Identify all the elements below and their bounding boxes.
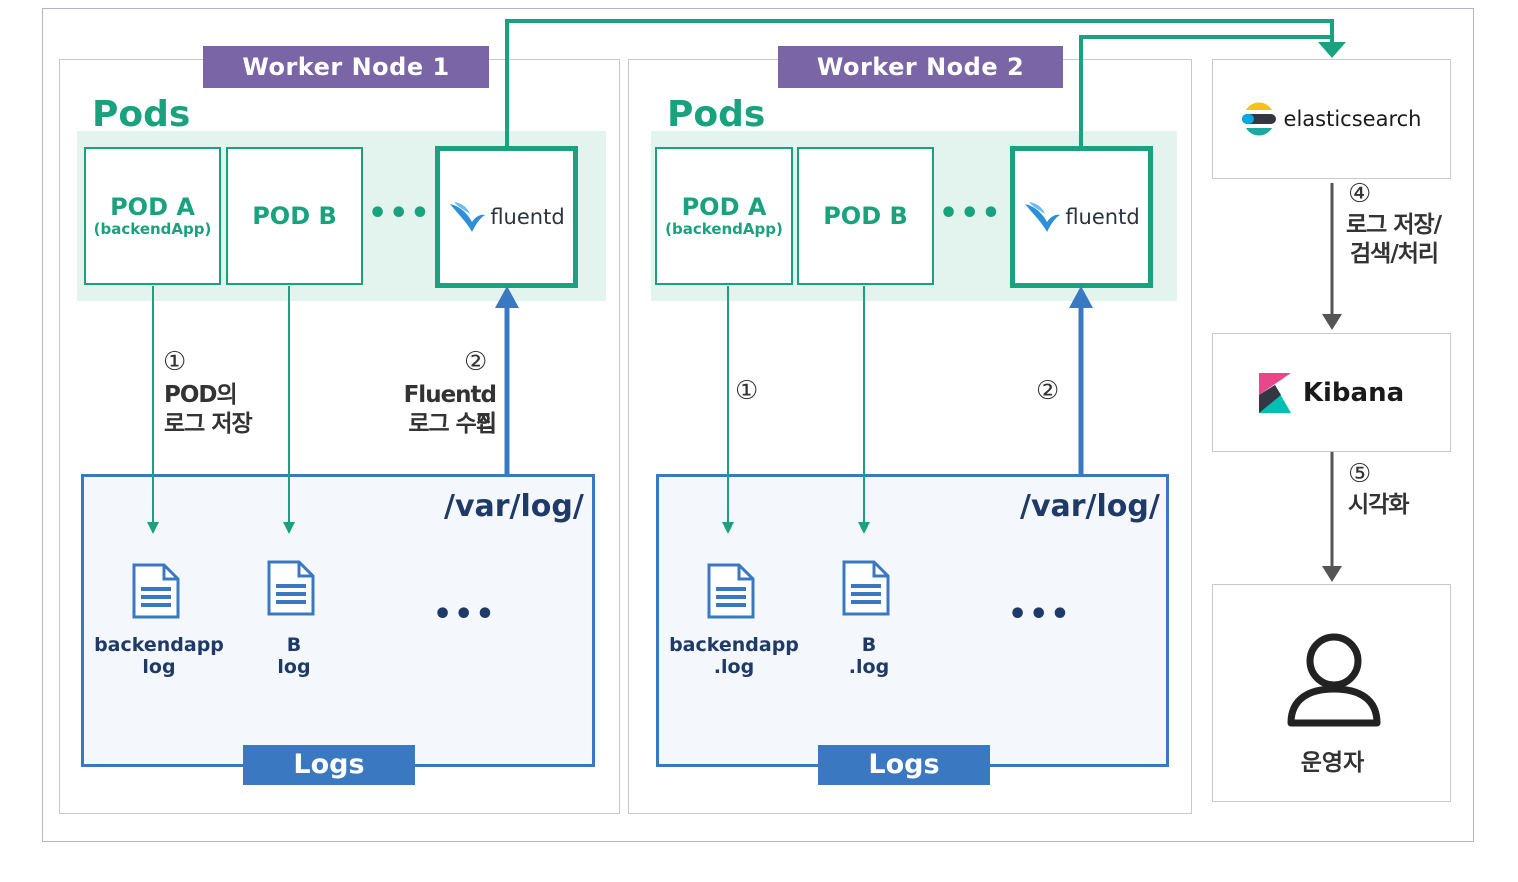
- step5-text: 시각화: [1348, 492, 1409, 518]
- step2-number: ②: [1036, 376, 1060, 406]
- pods-title: Pods: [667, 94, 766, 135]
- pod-a-name: POD A: [681, 193, 767, 221]
- file-a-line2: .log: [713, 656, 755, 678]
- elasticsearch-label: elasticsearch: [1283, 107, 1422, 131]
- file-b-line2: .log: [848, 656, 890, 678]
- log-file-icon: [842, 560, 890, 620]
- operator-box: 운영자: [1212, 584, 1451, 802]
- step4-number: ④: [1348, 179, 1372, 209]
- var-log-box: [656, 474, 1169, 767]
- file-b-line2: log: [277, 656, 311, 678]
- node-title: Worker Node 2: [778, 46, 1063, 88]
- fluentd-label: fluentd: [490, 205, 565, 229]
- pod-a-name: POD A: [110, 193, 195, 221]
- pods-ellipsis: •••: [939, 196, 1003, 231]
- user-icon: [1287, 633, 1381, 727]
- var-log-path: /var/log/: [444, 489, 584, 524]
- step2-number: ②: [464, 347, 488, 377]
- file-a-line2: log: [142, 656, 176, 678]
- pod-to-log-arrows: [147, 286, 870, 534]
- file-b-label: B log: [244, 634, 344, 678]
- step1-number: ①: [735, 376, 759, 406]
- log-file-icon: [707, 563, 755, 623]
- pod-b-name: POD B: [823, 202, 908, 230]
- pod-a-sub: (backendApp): [93, 220, 212, 238]
- file-a-label: backendapp .log: [669, 634, 799, 678]
- pods-title: Pods: [92, 94, 191, 135]
- pod-b-name: POD B: [252, 202, 337, 230]
- pod-b: POD B: [226, 147, 363, 285]
- elasticsearch-logo-icon: [1241, 102, 1276, 136]
- file-b-line1: B: [861, 634, 877, 656]
- step5-number: ⑤: [1348, 459, 1372, 489]
- pod-a: POD A (backendApp): [655, 147, 793, 285]
- right-flow-arrows: [1322, 183, 1342, 582]
- step1-text-line1: POD의: [164, 382, 238, 408]
- step1-number: ①: [163, 347, 187, 377]
- step1-text-line2: 로그 저장: [164, 411, 253, 437]
- file-a-line1: backendapp: [94, 634, 224, 656]
- fluentd-bird-icon: [1025, 202, 1061, 232]
- var-log-path: /var/log/: [1020, 489, 1160, 524]
- step2-text-line1: Fluentd의: [403, 382, 497, 437]
- pod-a: POD A (backendApp): [84, 147, 221, 285]
- kibana-box: Kibana: [1212, 333, 1451, 452]
- kibana-logo-icon: [1258, 372, 1291, 413]
- fluentd-label: fluentd: [1065, 205, 1140, 229]
- file-a-label: backendapp log: [94, 634, 224, 678]
- file-b-line1: B: [286, 634, 302, 656]
- files-ellipsis: •••: [433, 597, 497, 632]
- fluentd-bird-icon: [450, 202, 486, 232]
- logs-label: Logs: [243, 745, 415, 785]
- file-b-label: B .log: [819, 634, 919, 678]
- pod-b: POD B: [797, 147, 934, 285]
- kibana-label: Kibana: [1302, 377, 1405, 408]
- operator-label: 운영자: [1300, 750, 1365, 776]
- log-file-icon: [132, 563, 180, 623]
- var-log-box: [81, 474, 595, 767]
- fluentd-pod: fluentd: [435, 146, 578, 288]
- node-title: Worker Node 1: [203, 46, 489, 88]
- logs-label: Logs: [818, 745, 990, 785]
- fluentd-to-elasticsearch-line: [505, 19, 1346, 146]
- files-ellipsis: •••: [1008, 597, 1072, 632]
- file-a-line1: backendapp: [669, 634, 799, 656]
- log-to-fluentd-arrows: [495, 286, 1093, 474]
- pods-ellipsis: •••: [368, 196, 432, 231]
- log-file-icon: [267, 560, 315, 620]
- fluentd-pod: fluentd: [1010, 146, 1153, 288]
- step4-text-line2: 검색/처리: [1350, 241, 1439, 267]
- elasticsearch-box: elasticsearch: [1212, 59, 1451, 179]
- step2-text-line2: 로그 수집: [408, 411, 497, 437]
- pod-a-sub: (backendApp): [665, 220, 783, 238]
- step4-text-line1: 로그 저장/: [1346, 212, 1442, 238]
